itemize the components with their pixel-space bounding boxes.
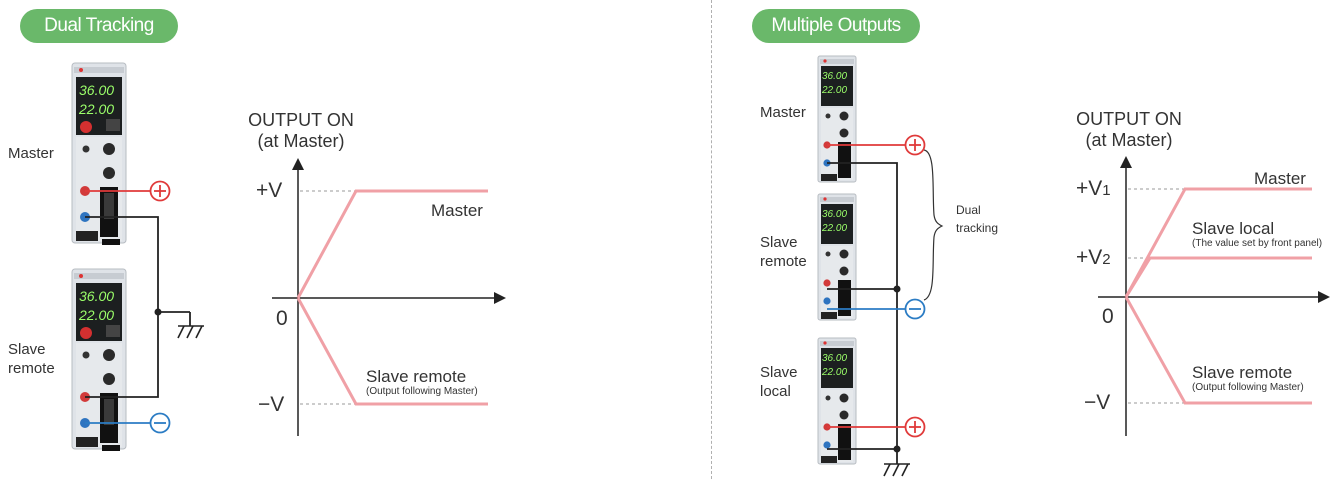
left-tick-neg-v: −V: [258, 393, 285, 416]
master-curve: [296, 189, 488, 299]
right-slave-local-power-supply: [817, 337, 857, 465]
right-positive-terminal-icon-2: [904, 416, 926, 438]
right-positive-terminal-icon: [904, 134, 926, 156]
right-tick-neg-v: −V: [1084, 391, 1111, 414]
right-slave-remote-curve: [1124, 296, 1312, 405]
right-y-axis-label-line1: OUTPUT ON: [1076, 109, 1182, 129]
right-tick-v2-subscript: 2: [1102, 251, 1111, 268]
left-tick-pos-v: +V: [256, 179, 283, 202]
right-tick-v2: +V2: [1076, 245, 1111, 271]
right-tick-zero: 0: [1102, 305, 1114, 328]
right-y-axis-label: OUTPUT ON (at Master): [1068, 109, 1190, 150]
negative-terminal-icon: [149, 412, 171, 434]
right-slave-remote-power-supply: [817, 193, 857, 321]
right-slave-local-label: Slave local: [760, 364, 798, 402]
left-y-axis-label-line1: OUTPUT ON: [248, 110, 354, 130]
right-slave-remote-label-line1: Slave: [760, 234, 798, 251]
master-label: Master: [8, 145, 54, 162]
right-slave-local-curve-sublabel: (The value set by front panel): [1192, 238, 1323, 249]
right-x-axis-arrow-icon: [1318, 291, 1330, 303]
left-master-curve-label: Master: [431, 201, 483, 220]
left-tick-zero: 0: [276, 307, 288, 330]
left-slave-curve-sublabel: (Output following Master): [366, 386, 478, 397]
right-slave-remote-curve-sublabel: (Output following Master): [1192, 382, 1304, 393]
right-ground-symbol: [883, 463, 910, 477]
left-y-axis-label-line2: (at Master): [257, 130, 345, 151]
right-master-curve: [1124, 187, 1312, 298]
junction-dot: [154, 308, 162, 316]
right-tick-v2-text: +V: [1076, 246, 1103, 269]
dual-tracking-label-line1: Dual: [956, 203, 981, 217]
dual-tracking-brace: [923, 149, 944, 301]
ground-symbol: [177, 325, 204, 339]
right-slave-remote-label-line2: remote: [760, 252, 807, 270]
multiple-outputs-title: Multiple Outputs: [752, 9, 920, 43]
right-slave-local-label-line1: Slave: [760, 364, 798, 381]
section-divider: [711, 0, 712, 479]
right-graph: [1098, 156, 1330, 436]
dual-tracking-title: Dual Tracking: [20, 9, 178, 43]
y-axis-arrow-icon: [292, 158, 304, 170]
dual-tracking-label: Dual tracking: [956, 201, 998, 237]
right-slave-remote-curve-label: Slave remote: [1192, 363, 1293, 382]
left-y-axis-label: OUTPUT ON (at Master): [240, 110, 362, 151]
slave-remote-label-line1: Slave: [8, 341, 46, 358]
right-tick-v1-subscript: 1: [1102, 182, 1111, 199]
slave-remote-label: Slave remote: [8, 341, 55, 379]
right-master-curve-label: Master: [1254, 169, 1306, 188]
right-y-axis-arrow-icon: [1120, 156, 1132, 168]
right-negative-terminal-icon: [904, 298, 926, 320]
right-slave-remote-label: Slave remote: [760, 234, 807, 272]
right-tick-v1-text: +V: [1076, 177, 1103, 200]
right-y-axis-label-line2: (at Master): [1085, 129, 1173, 150]
left-graph: [272, 158, 506, 436]
right-slave-local-label-line2: local: [760, 382, 791, 400]
right-master-label: Master: [760, 104, 806, 121]
left-wiring: [85, 190, 191, 424]
positive-terminal-icon: [149, 180, 171, 202]
right-tick-v1: +V1: [1076, 176, 1111, 202]
slave-remote-curve: [296, 297, 488, 406]
right-slave-local-curve: [1124, 256, 1312, 298]
right-junction-dot-2: [893, 445, 901, 453]
right-slave-local-curve-label: Slave local: [1192, 219, 1275, 238]
slave-remote-label-line2: remote: [8, 359, 55, 377]
x-axis-arrow-icon: [494, 292, 506, 304]
dual-tracking-label-line2: tracking: [956, 221, 999, 235]
left-slave-curve-label: Slave remote: [366, 367, 467, 386]
right-wiring: [827, 144, 906, 464]
right-junction-dot-1: [893, 285, 901, 293]
